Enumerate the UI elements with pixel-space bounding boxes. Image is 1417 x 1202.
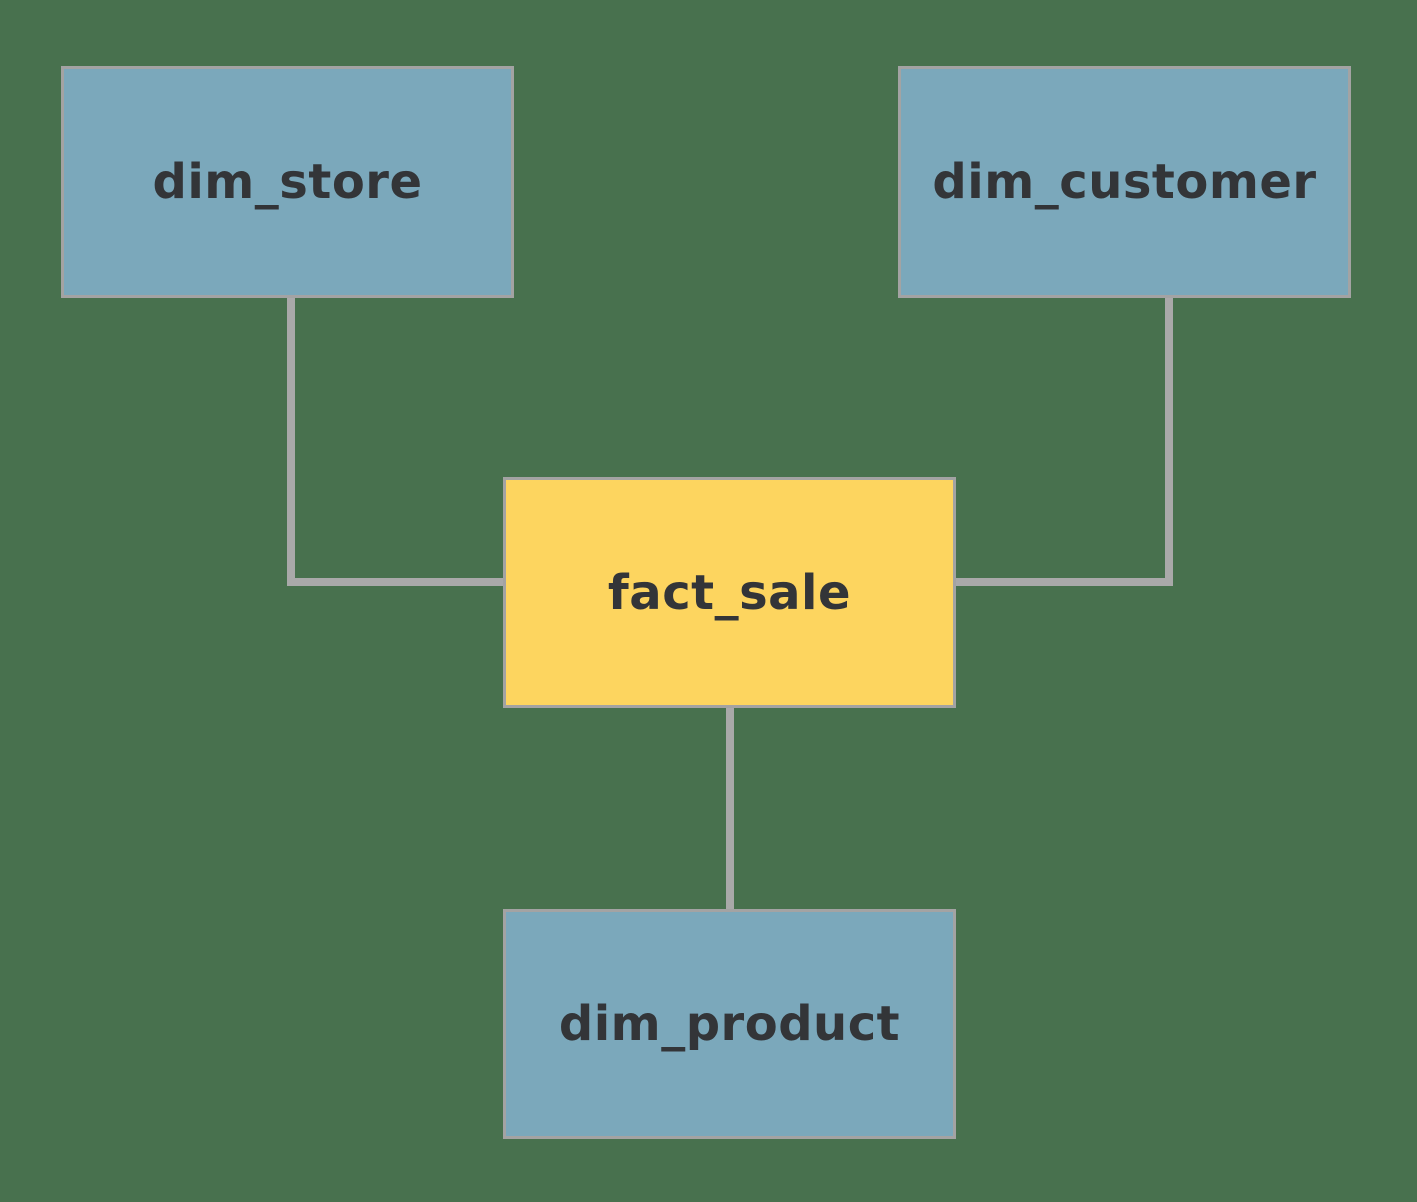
edge-dim-customer-to-fact-sale-vertical <box>1165 297 1173 586</box>
edge-dim-customer-to-fact-sale-horizontal <box>956 578 1173 586</box>
node-fact-sale-label: fact_sale <box>607 564 852 621</box>
edge-dim-store-to-fact-sale-horizontal <box>287 578 503 586</box>
node-dim-customer-label: dim_customer <box>932 154 1317 210</box>
node-dim-customer: dim_customer <box>898 66 1351 298</box>
node-fact-sale: fact_sale <box>503 477 956 708</box>
node-dim-product-label: dim_product <box>558 996 901 1052</box>
edge-fact-sale-to-dim-product-vertical <box>726 708 734 909</box>
edge-dim-store-to-fact-sale-vertical <box>287 297 295 586</box>
node-dim-store-label: dim_store <box>152 154 423 210</box>
node-dim-product: dim_product <box>503 909 956 1139</box>
node-dim-store: dim_store <box>61 66 514 298</box>
